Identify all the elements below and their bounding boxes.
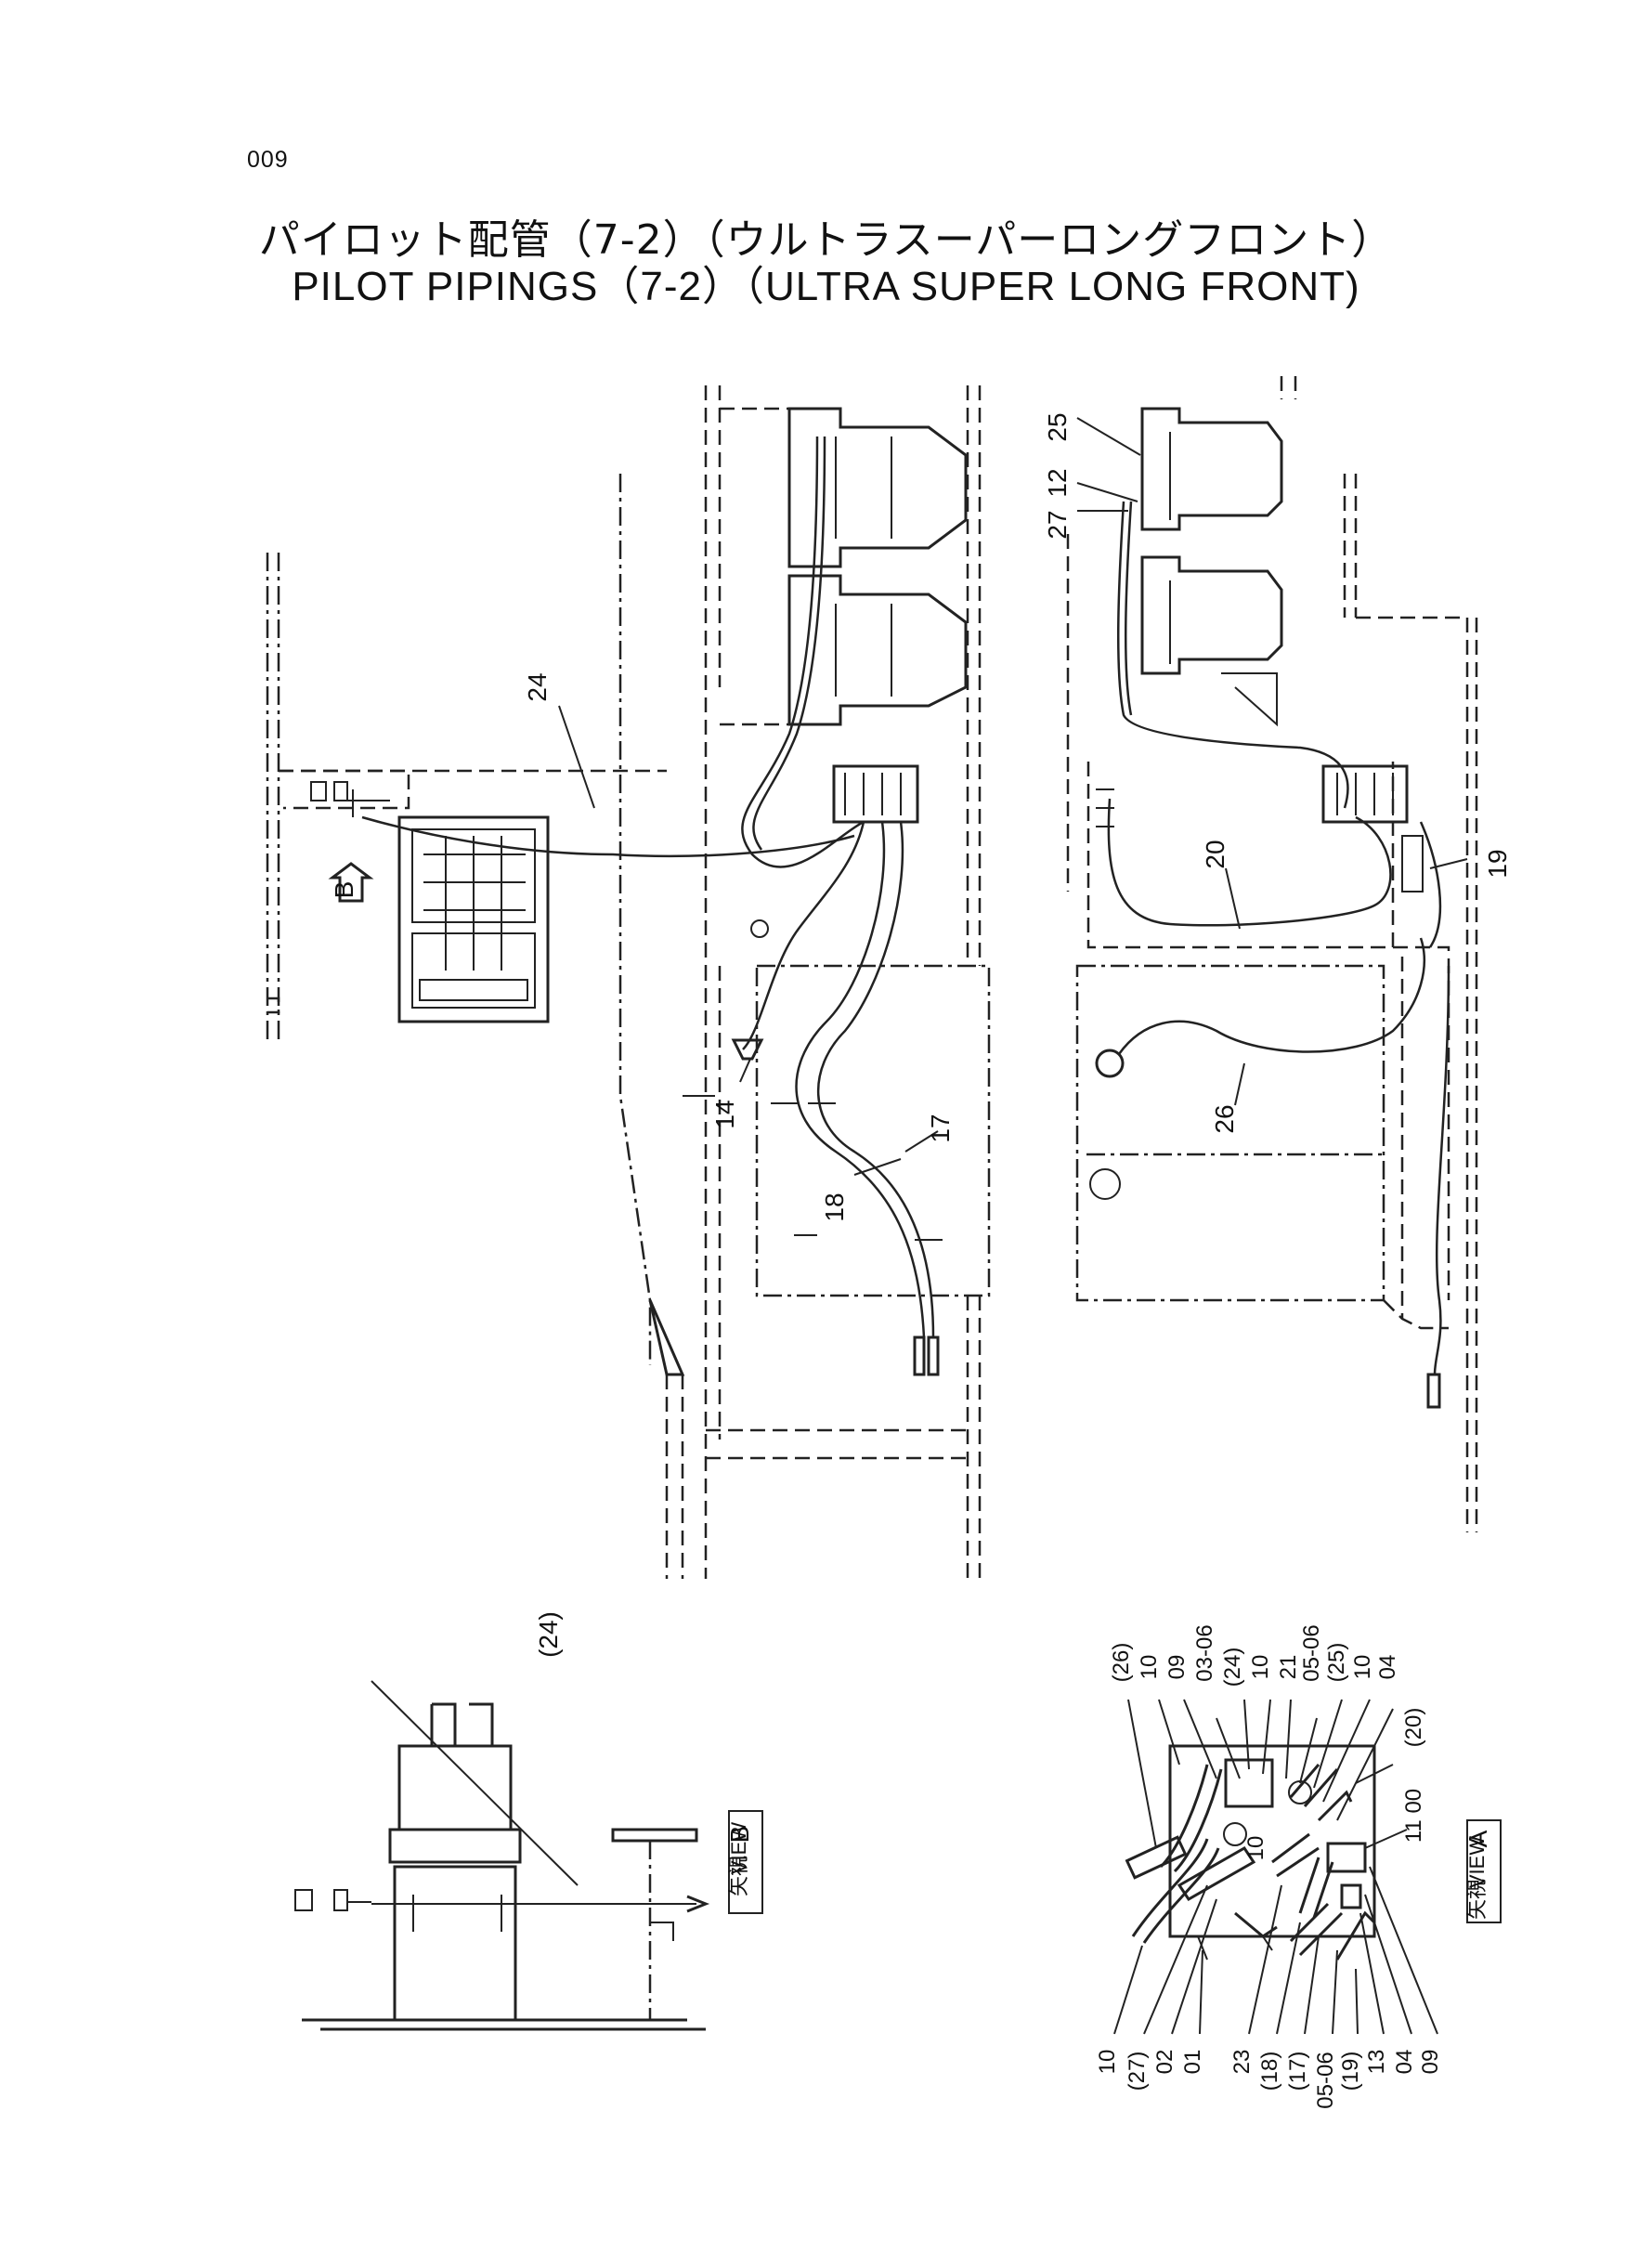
view-b-label-jp: 矢視: [727, 1856, 750, 1896]
callout-27: 27: [1043, 510, 1072, 539]
view-a-callout-bottom: 02: [1152, 2050, 1177, 2075]
view-a-callout-bottom: 04: [1392, 2050, 1417, 2075]
callout-25: 25: [1043, 412, 1072, 441]
main-view-left: B: [266, 385, 991, 1579]
callout-18: 18: [820, 1192, 849, 1221]
main-view-right: 25 12 27 20 19 26: [1043, 376, 1512, 1532]
view-a-callout-top: 05-06: [1299, 1624, 1324, 1681]
view-a-callout-top: 09: [1164, 1655, 1190, 1680]
view-a-callout-top: 11 00: [1401, 1789, 1426, 1843]
view-a-label-jp: 矢視: [1465, 1879, 1489, 1920]
view-a-callout-top: (20): [1401, 1708, 1426, 1748]
title-japanese: パイロット配管（7-2）（ウルトラスーパーロングフロント）: [258, 216, 1394, 264]
view-a: (26) 10 09 03-06 (24) 10 21 05-06 (25) 1…: [1095, 1624, 1502, 2109]
title-english: PILOT PIPINGS（7-2）（ULTRA SUPER LONG FRON…: [292, 264, 1360, 309]
page-number: 009: [247, 147, 289, 173]
view-a-label-letter: A: [1463, 1830, 1492, 1847]
view-a-callout-top: 10: [1350, 1655, 1375, 1680]
view-b-arrow-label: B: [330, 881, 358, 899]
callout-26: 26: [1210, 1104, 1239, 1133]
view-a-callout-top: (26): [1109, 1643, 1134, 1683]
callout-24: 24: [523, 672, 552, 701]
view-a-callout-bottom: 01: [1180, 2050, 1205, 2075]
callout-19: 19: [1483, 849, 1512, 878]
view-a-callout-bottom: 10: [1095, 2050, 1120, 2075]
view-a-callout-top: 10: [1137, 1655, 1162, 1680]
view-a-callout-bottom: (17): [1285, 2052, 1310, 2091]
view-b-label-letter: B: [725, 1826, 754, 1844]
view-a-callout-bottom: 13: [1364, 2050, 1389, 2075]
view-a-callout-top: 04: [1375, 1655, 1400, 1680]
view-a-callouts-top: (26) 10 09 03-06 (24) 10 21 05-06 (25) 1…: [1109, 1624, 1426, 1843]
view-a-callout-mid: 10: [1243, 1836, 1268, 1861]
view-a-label-en: VIEW: [1465, 1836, 1489, 1888]
view-a-callout-top: (25): [1324, 1643, 1349, 1683]
view-a-callout-top: 21: [1276, 1655, 1301, 1680]
view-b-label-en: VIEW: [727, 1822, 750, 1874]
view-a-callout-bottom: (19): [1338, 2052, 1363, 2091]
view-b-callout-24: (24): [534, 1611, 563, 1658]
callout-20: 20: [1201, 840, 1229, 868]
view-a-callout-bottom: 09: [1418, 2050, 1443, 2075]
view-a-callout-top: 03-06: [1192, 1624, 1217, 1681]
view-a-callout-bottom: 23: [1229, 2050, 1255, 2075]
callout-14: 14: [710, 1100, 739, 1128]
view-a-callout-top: (24): [1220, 1648, 1245, 1687]
view-a-callouts-bottom: 10 (27) 02 01 23 (18) (17) 05-06 (19) 13…: [1095, 2050, 1443, 2109]
callout-17: 17: [926, 1114, 955, 1142]
view-a-callout-bottom: 05-06: [1313, 2052, 1338, 2108]
view-b: (24) 矢視 VIEW B: [294, 1611, 763, 2031]
view-a-callout-bottom: (18): [1257, 2052, 1282, 2091]
callout-12: 12: [1043, 468, 1072, 497]
view-a-callout-bottom: (27): [1125, 2052, 1150, 2091]
view-a-callout-top: 10: [1248, 1655, 1273, 1680]
